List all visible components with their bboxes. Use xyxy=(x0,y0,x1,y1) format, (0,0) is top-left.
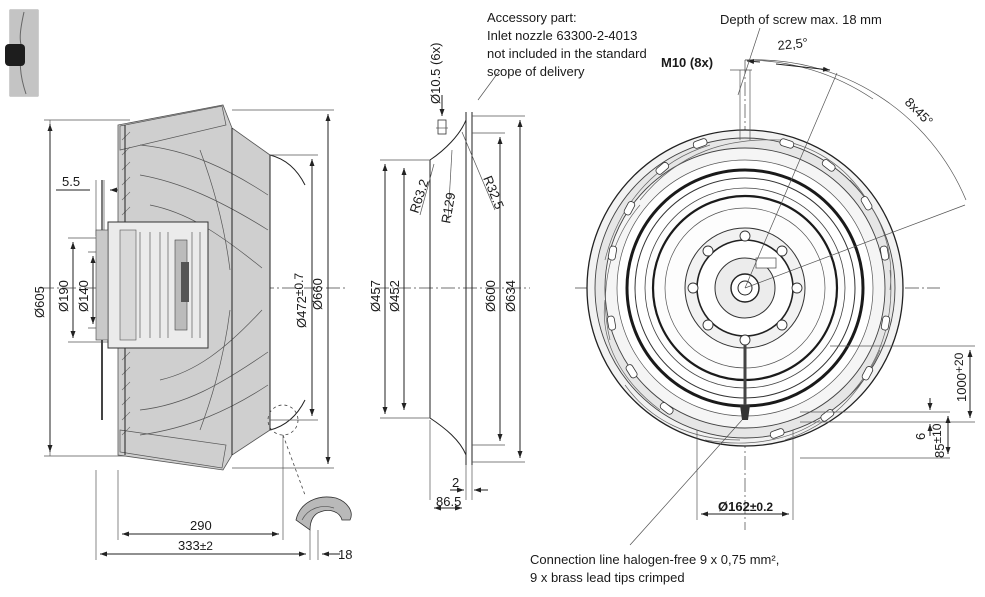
label-1000-tolerance: +20 xyxy=(952,352,966,373)
accessory-note-line-3: not included in the standard xyxy=(487,46,647,61)
label-85-tolerance: ±10 xyxy=(930,423,944,443)
label-85: 85±10 xyxy=(930,423,947,458)
label-r63-2: R63.2 xyxy=(407,177,432,215)
label-d190: Ø190 xyxy=(56,280,71,312)
accessory-note-line-2: Inlet nozzle 63300-2-4013 xyxy=(487,28,637,43)
label-d10-5: Ø10.5 (6x) xyxy=(428,43,443,104)
inlet-nozzle-view xyxy=(375,69,530,511)
connection-note: Connection line halogen-free 9 x 0,75 mm… xyxy=(530,552,779,585)
label-333-tolerance: ±2 xyxy=(200,539,214,553)
label-r32-5: R32.5 xyxy=(480,174,507,212)
accessory-note-line-1: Accessory part: xyxy=(487,10,577,25)
label-6: 6 xyxy=(913,433,928,440)
label-d634: Ø634 xyxy=(503,280,518,312)
label-d162-tolerance: ±0.2 xyxy=(750,500,774,514)
accessory-note: Accessory part: Inlet nozzle 63300-2-401… xyxy=(487,10,647,79)
label-5-5: 5.5 xyxy=(62,174,80,189)
label-r129: R129 xyxy=(438,191,458,224)
connection-note-line-2: 9 x brass lead tips crimped xyxy=(530,570,685,585)
connection-note-line-1: Connection line halogen-free 9 x 0,75 mm… xyxy=(530,552,779,567)
label-86-5: 86.5 xyxy=(436,494,461,509)
side-view xyxy=(40,104,352,560)
label-1000: 1000+20 xyxy=(952,352,969,402)
label-d660: Ø660 xyxy=(310,278,325,310)
label-m10: M10 (8x) xyxy=(661,55,713,70)
label-d457: Ø457 xyxy=(368,280,383,312)
label-angle-22-5: 22,5° xyxy=(777,35,809,53)
mounting-detail-icon xyxy=(5,9,39,97)
label-d140: Ø140 xyxy=(76,280,91,312)
label-d472-tolerance: ±0.7 xyxy=(292,273,306,297)
label-290: 290 xyxy=(190,518,212,533)
front-view xyxy=(575,27,975,546)
label-333: 333±2 xyxy=(178,538,213,553)
label-2: 2 xyxy=(452,475,459,490)
label-d452: Ø452 xyxy=(387,280,402,312)
label-d600: Ø600 xyxy=(483,280,498,312)
label-18: 18 xyxy=(338,547,352,562)
label-d472: Ø472±0.7 xyxy=(292,273,309,328)
label-d605: Ø605 xyxy=(32,286,47,318)
accessory-note-line-4: scope of delivery xyxy=(487,64,585,79)
label-angle-8x45: 8x45° xyxy=(902,95,936,129)
label-d162: Ø162±0.2 xyxy=(718,499,773,514)
screw-depth-note: Depth of screw max. 18 mm xyxy=(720,12,882,27)
